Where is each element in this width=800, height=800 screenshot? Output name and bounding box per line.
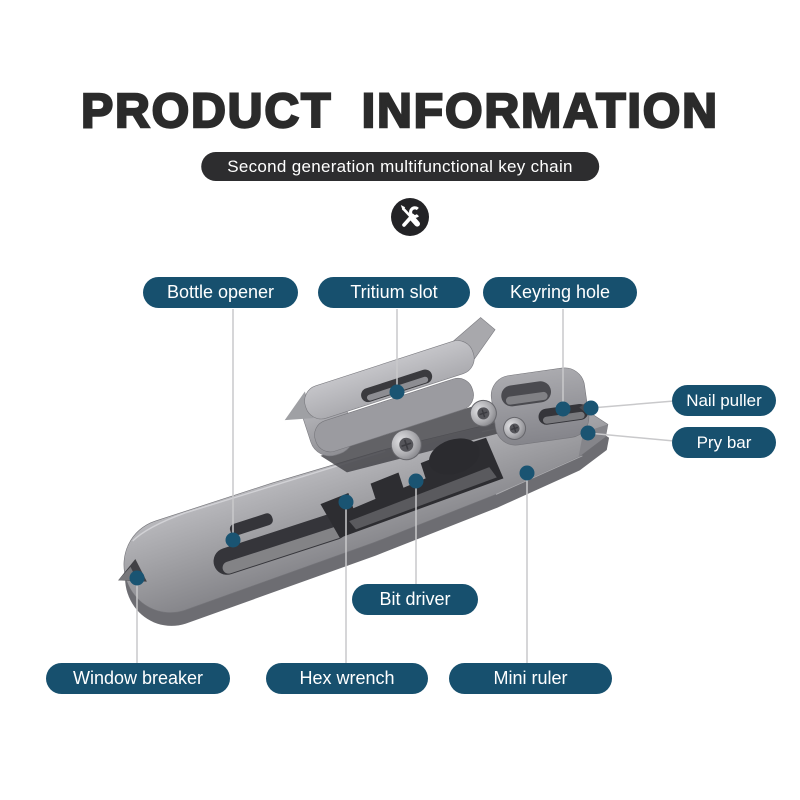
keyring-frame	[490, 367, 590, 446]
screw	[469, 399, 497, 427]
bit-driver-cavity	[428, 438, 480, 475]
callout-dot-hex-wrench	[338, 494, 354, 510]
leader-line-nail-puller	[590, 400, 675, 409]
callout-label-bottle-opener: Bottle opener	[143, 277, 298, 308]
screw	[390, 429, 422, 461]
callout-dot-pry-bar	[580, 425, 596, 441]
wrench-and-screwdriver-icon	[391, 198, 429, 236]
frame-lower-slot-floor	[543, 411, 585, 424]
callout-dot-window-breaker	[129, 570, 145, 586]
small-slot	[229, 513, 273, 536]
callout-dot-mini-ruler	[519, 465, 535, 481]
callout-dot-bottle-opener	[225, 532, 241, 548]
subtitle-banner: Second generation multifunctional key ch…	[201, 152, 599, 181]
callout-label-pry-bar: Pry bar	[672, 427, 776, 458]
callout-label-nail-puller: Nail puller	[672, 385, 776, 416]
multitool	[118, 317, 610, 626]
callout-dots	[129, 384, 599, 586]
callout-label-keyring-hole: Keyring hole	[483, 277, 637, 308]
page-title: PRODUCT INFORMATION	[80, 84, 719, 139]
callout-dot-nail-puller	[583, 400, 599, 416]
callout-label-window-breaker: Window breaker	[46, 663, 230, 694]
body-top-highlight	[132, 450, 386, 542]
hex-notches-floor	[349, 467, 497, 530]
callout-label-bit-driver: Bit driver	[352, 584, 478, 615]
callout-dot-tritium-slot	[389, 384, 405, 400]
hex-wrench-notches	[320, 437, 504, 538]
leader-line-pry-bar	[587, 432, 675, 442]
body-lower-chamfer	[495, 455, 583, 495]
callout-dot-keyring-hole	[555, 401, 571, 417]
callout-label-hex-wrench: Hex wrench	[266, 663, 428, 694]
callout-dot-bit-driver	[408, 473, 424, 489]
callout-label-mini-ruler: Mini ruler	[449, 663, 612, 694]
callout-label-tritium-slot: Tritium slot	[318, 277, 470, 308]
keyring-hole-floor	[505, 391, 548, 405]
bottle-opener-slot-floor	[222, 526, 344, 574]
clip-lower-bar	[314, 377, 474, 453]
screw	[503, 416, 527, 440]
leader-lines	[136, 309, 675, 664]
